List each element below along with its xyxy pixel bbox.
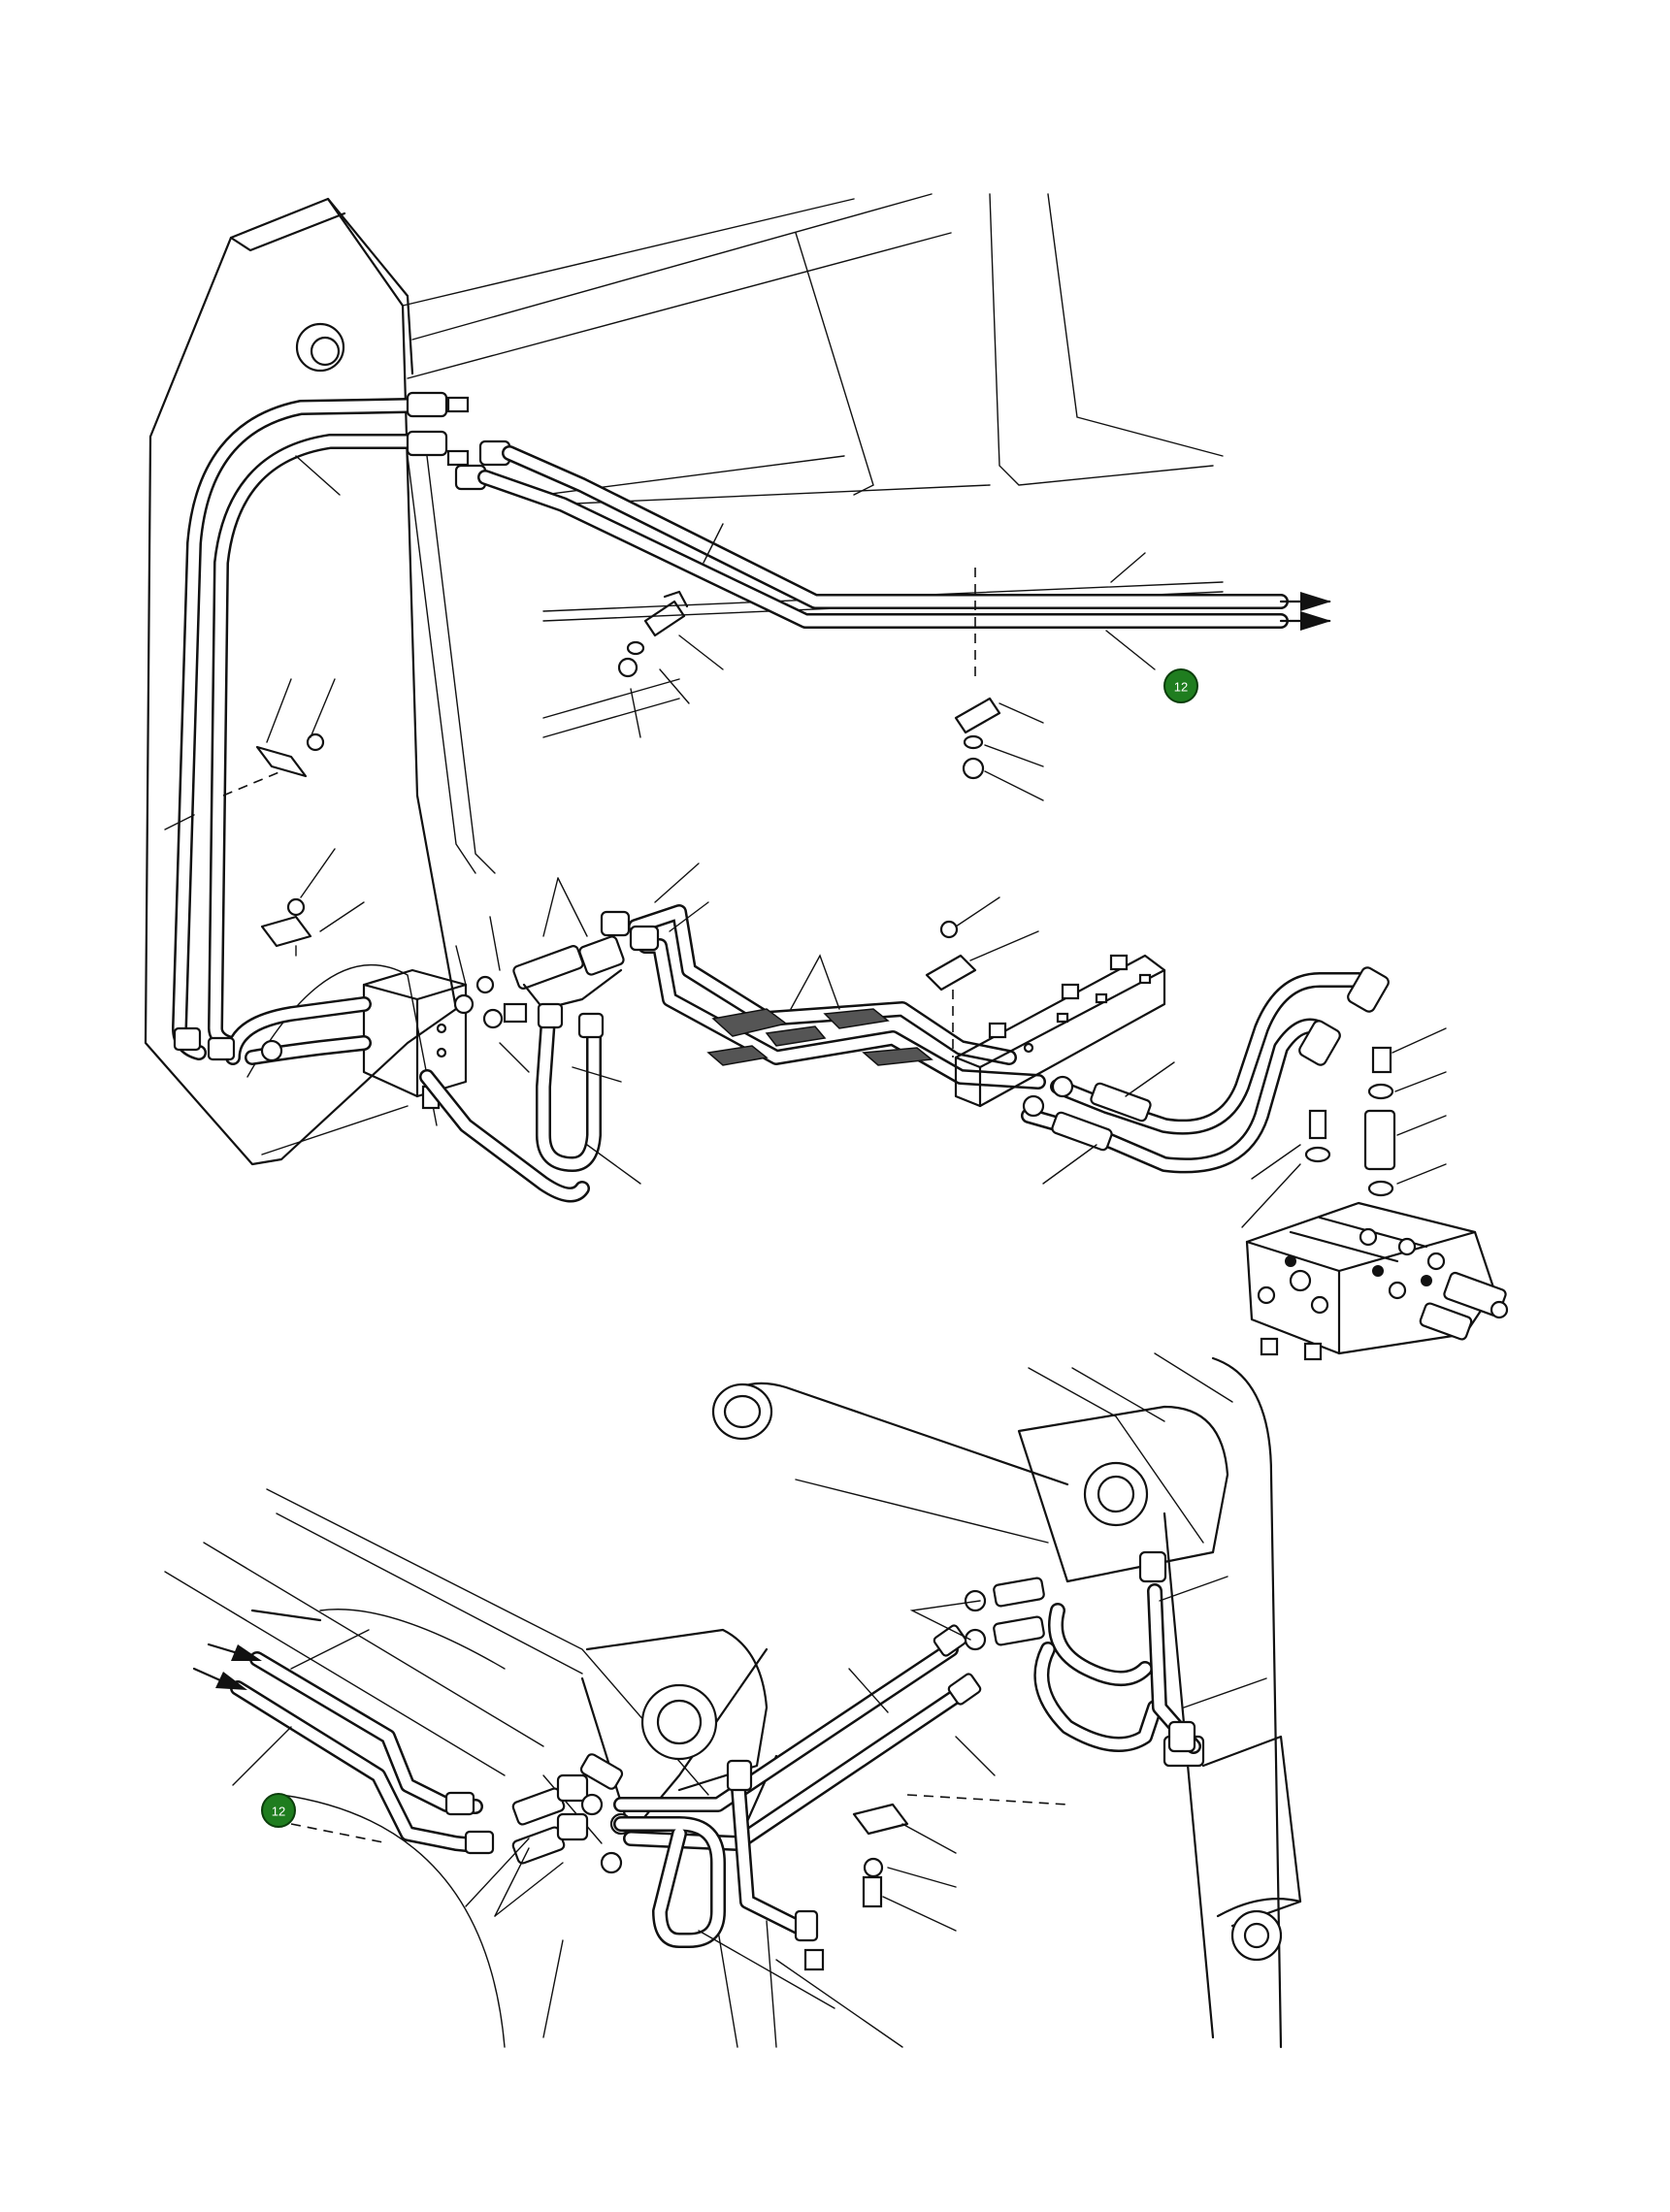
support-blocks [706, 1008, 933, 1066]
right-clamp [925, 896, 1039, 1057]
bottom-tube-run [192, 1629, 495, 1855]
lower-left-hoses [173, 996, 372, 1065]
callout-12-bottom[interactable]: 12 [261, 1793, 296, 1828]
bottom-pivot [585, 1382, 1302, 1962]
center-hose-loops [419, 1002, 641, 1203]
right-rail [954, 954, 1166, 1108]
callout-12-top[interactable]: 12 [1163, 668, 1198, 703]
control-valve-bank [1245, 1201, 1509, 1361]
top-hose-loop [164, 398, 415, 1060]
bottom-u-hose [613, 1759, 903, 2048]
top-clamps [617, 590, 1044, 801]
bottom-clamp [852, 1794, 1068, 1932]
center-valves [453, 877, 625, 1073]
bottom-right-hoses [909, 1550, 1267, 1754]
top-tube-run [477, 445, 1331, 679]
top-fittings [406, 391, 511, 491]
valve-hoses [1021, 966, 1390, 1185]
valve-fittings [1241, 1027, 1447, 1228]
left-clamps [222, 678, 365, 957]
